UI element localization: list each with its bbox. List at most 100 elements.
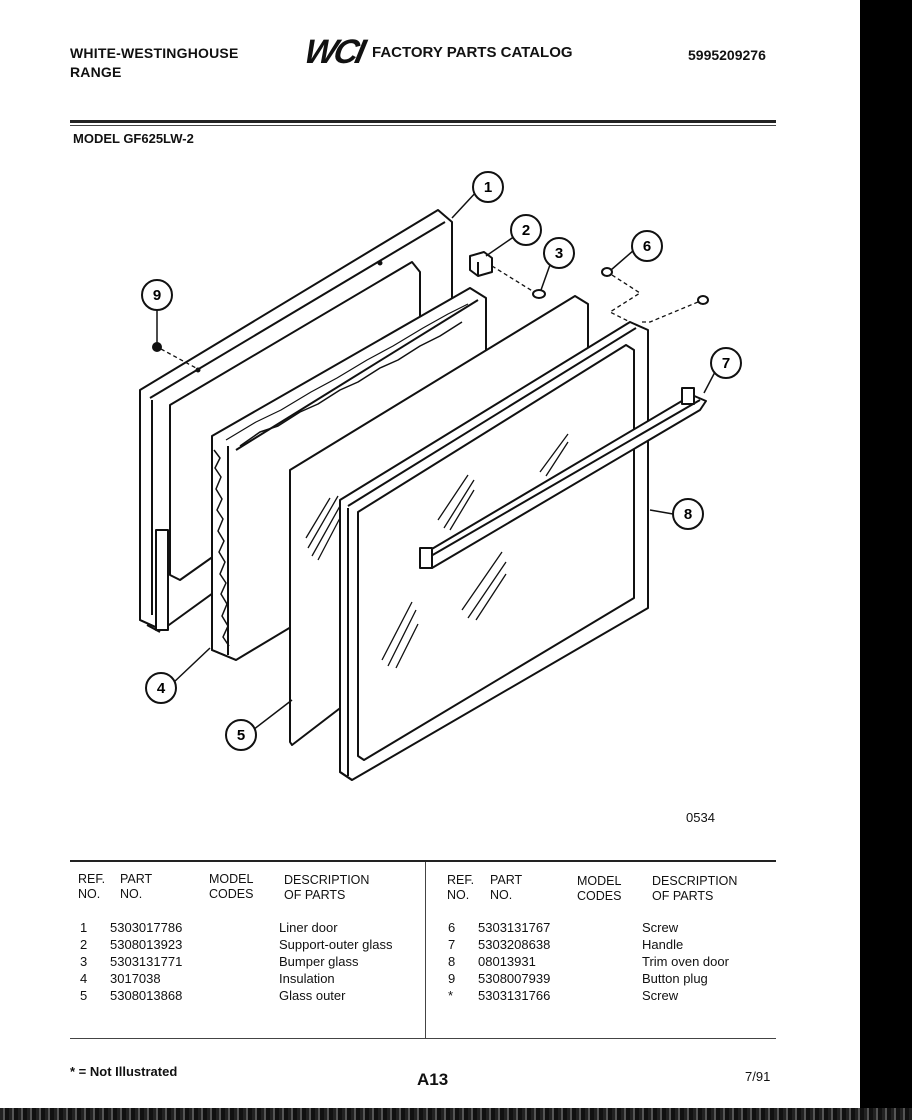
left-desc-column: Liner door Support-outer glass Bumper gl… [279,919,392,1004]
table-row: 4 [80,971,88,986]
callout-8-label: 8 [684,506,692,523]
catalog-title: FACTORY PARTS CATALOG [372,44,573,61]
table-bottom-rule [70,1038,776,1039]
callout-7: 7 [710,347,742,379]
header-ref-right-line2: NO. [447,888,470,902]
part-description: Button plug [642,971,708,986]
table-row: 3 [80,954,88,969]
header-model-right-line2: CODES [577,889,622,903]
header-part-right-line2: NO. [490,888,513,902]
catalog-number: 5995209276 [688,47,766,63]
header-part-right: PART NO. [490,873,522,903]
part-description: Trim oven door [642,954,729,969]
callout-5: 5 [225,719,257,751]
header-model-line2: CODES [209,887,254,901]
header-part: PART NO. [120,872,152,902]
callout-2: 2 [510,214,542,246]
part-number: 5308007939 [478,971,551,986]
callout-5-label: 5 [237,727,245,744]
right-desc-column: Screw Handle Trim oven door Button plug … [642,919,729,1004]
part-number: 5303208638 [478,937,551,952]
callout-9-label: 9 [153,287,161,304]
header-model: MODEL CODES [209,872,253,902]
header-desc-right-line1: DESCRIPTION [652,874,738,888]
table-row: * [448,988,454,1003]
header-model-line1: MODEL [209,872,254,886]
callout-3-label: 3 [555,245,563,262]
callout-3: 3 [543,237,575,269]
support-bracket-part [469,251,493,277]
table-row: 9 [448,971,456,986]
header-desc-right-line2: OF PARTS [652,889,714,903]
header-model-right: MODEL CODES [577,874,621,904]
brand-name: WHITE-WESTINGHOUSE [70,45,239,61]
callouts: 1 2 3 4 5 6 7 [141,171,742,751]
table-top-rule [70,860,776,862]
header-ref-right-line1: REF. [447,873,475,887]
part-number: 5308013868 [110,988,183,1003]
part-description: Bumper glass [279,954,359,969]
page-number: A13 [417,1070,449,1089]
left-part-column: 5303017786 5308013923 5303131771 3017038… [110,919,182,1004]
right-ref-column: 6 7 8 9 * [448,919,455,1004]
right-part-column: 5303131767 5303208638 08013931 530800793… [478,919,550,1004]
callout-1: 1 [472,171,504,203]
callout-4: 4 [145,672,177,704]
part-number: 5308013923 [110,937,183,952]
button-plug-part [152,342,162,352]
callout-9: 9 [141,279,173,311]
trim-door-part [339,321,649,781]
header-part-line1: PART [120,872,153,886]
part-number: 5303131771 [110,954,183,969]
table-row: 1 [80,920,88,935]
header-desc-line1: DESCRIPTION [284,873,370,887]
header-rule [70,120,776,123]
part-number: 5303131766 [478,988,551,1003]
part-description: Screw [642,988,679,1003]
exploded-door-diagram: 1 2 3 4 5 6 7 [139,171,742,781]
brand-block: WHITE-WESTINGHOUSE RANGE [70,44,238,82]
table-divider [425,862,426,1038]
header-desc: DESCRIPTION OF PARTS [284,873,369,903]
table-row: 7 [448,937,456,952]
callout-4-label: 4 [157,680,166,697]
callout-1-label: 1 [484,179,492,196]
part-description: Handle [642,937,684,952]
callout-6-label: 6 [643,238,651,255]
header-desc-right: DESCRIPTION OF PARTS [652,874,737,904]
appliance-type: RANGE [70,64,122,80]
part-description: Support-outer glass [279,937,393,952]
left-ref-column: 1 2 3 4 5 [80,919,87,1004]
screw-part [601,267,709,305]
bumper-part [532,289,546,299]
header-model-right-line1: MODEL [577,874,622,888]
header-part-right-line1: PART [490,873,523,887]
header-part-line2: NO. [120,887,143,901]
callout-6: 6 [631,230,663,262]
revision-date: 7/91 [745,1069,771,1084]
header-ref-right: REF. NO. [447,873,474,903]
header-ref-line2: NO. [78,887,101,901]
header-rule-thin [70,125,776,126]
header-ref-line1: REF. [78,872,106,886]
callout-2-label: 2 [522,222,530,239]
table-row: 5 [80,988,88,1003]
part-description: Insulation [279,971,335,986]
table-row: 8 [448,954,456,969]
callout-8: 8 [672,498,704,530]
part-description: Liner door [279,920,338,935]
figure-code: 0534 [686,810,715,825]
part-description: Screw [642,920,679,935]
not-illustrated-note: * = Not Illustrated [70,1064,178,1079]
callout-7-label: 7 [722,355,730,372]
part-number: 5303017786 [110,920,183,935]
scan-edge [0,1108,912,1120]
part-number: 08013931 [478,954,536,969]
header-ref: REF. NO. [78,872,105,902]
part-number: 5303131767 [478,920,551,935]
catalog-page: WHITE-WESTINGHOUSE RANGE WCI FACTORY PAR… [0,0,860,1112]
table-row: 2 [80,937,88,952]
part-description: Glass outer [279,988,346,1003]
handle-part [419,387,707,569]
table-row: 6 [448,920,456,935]
